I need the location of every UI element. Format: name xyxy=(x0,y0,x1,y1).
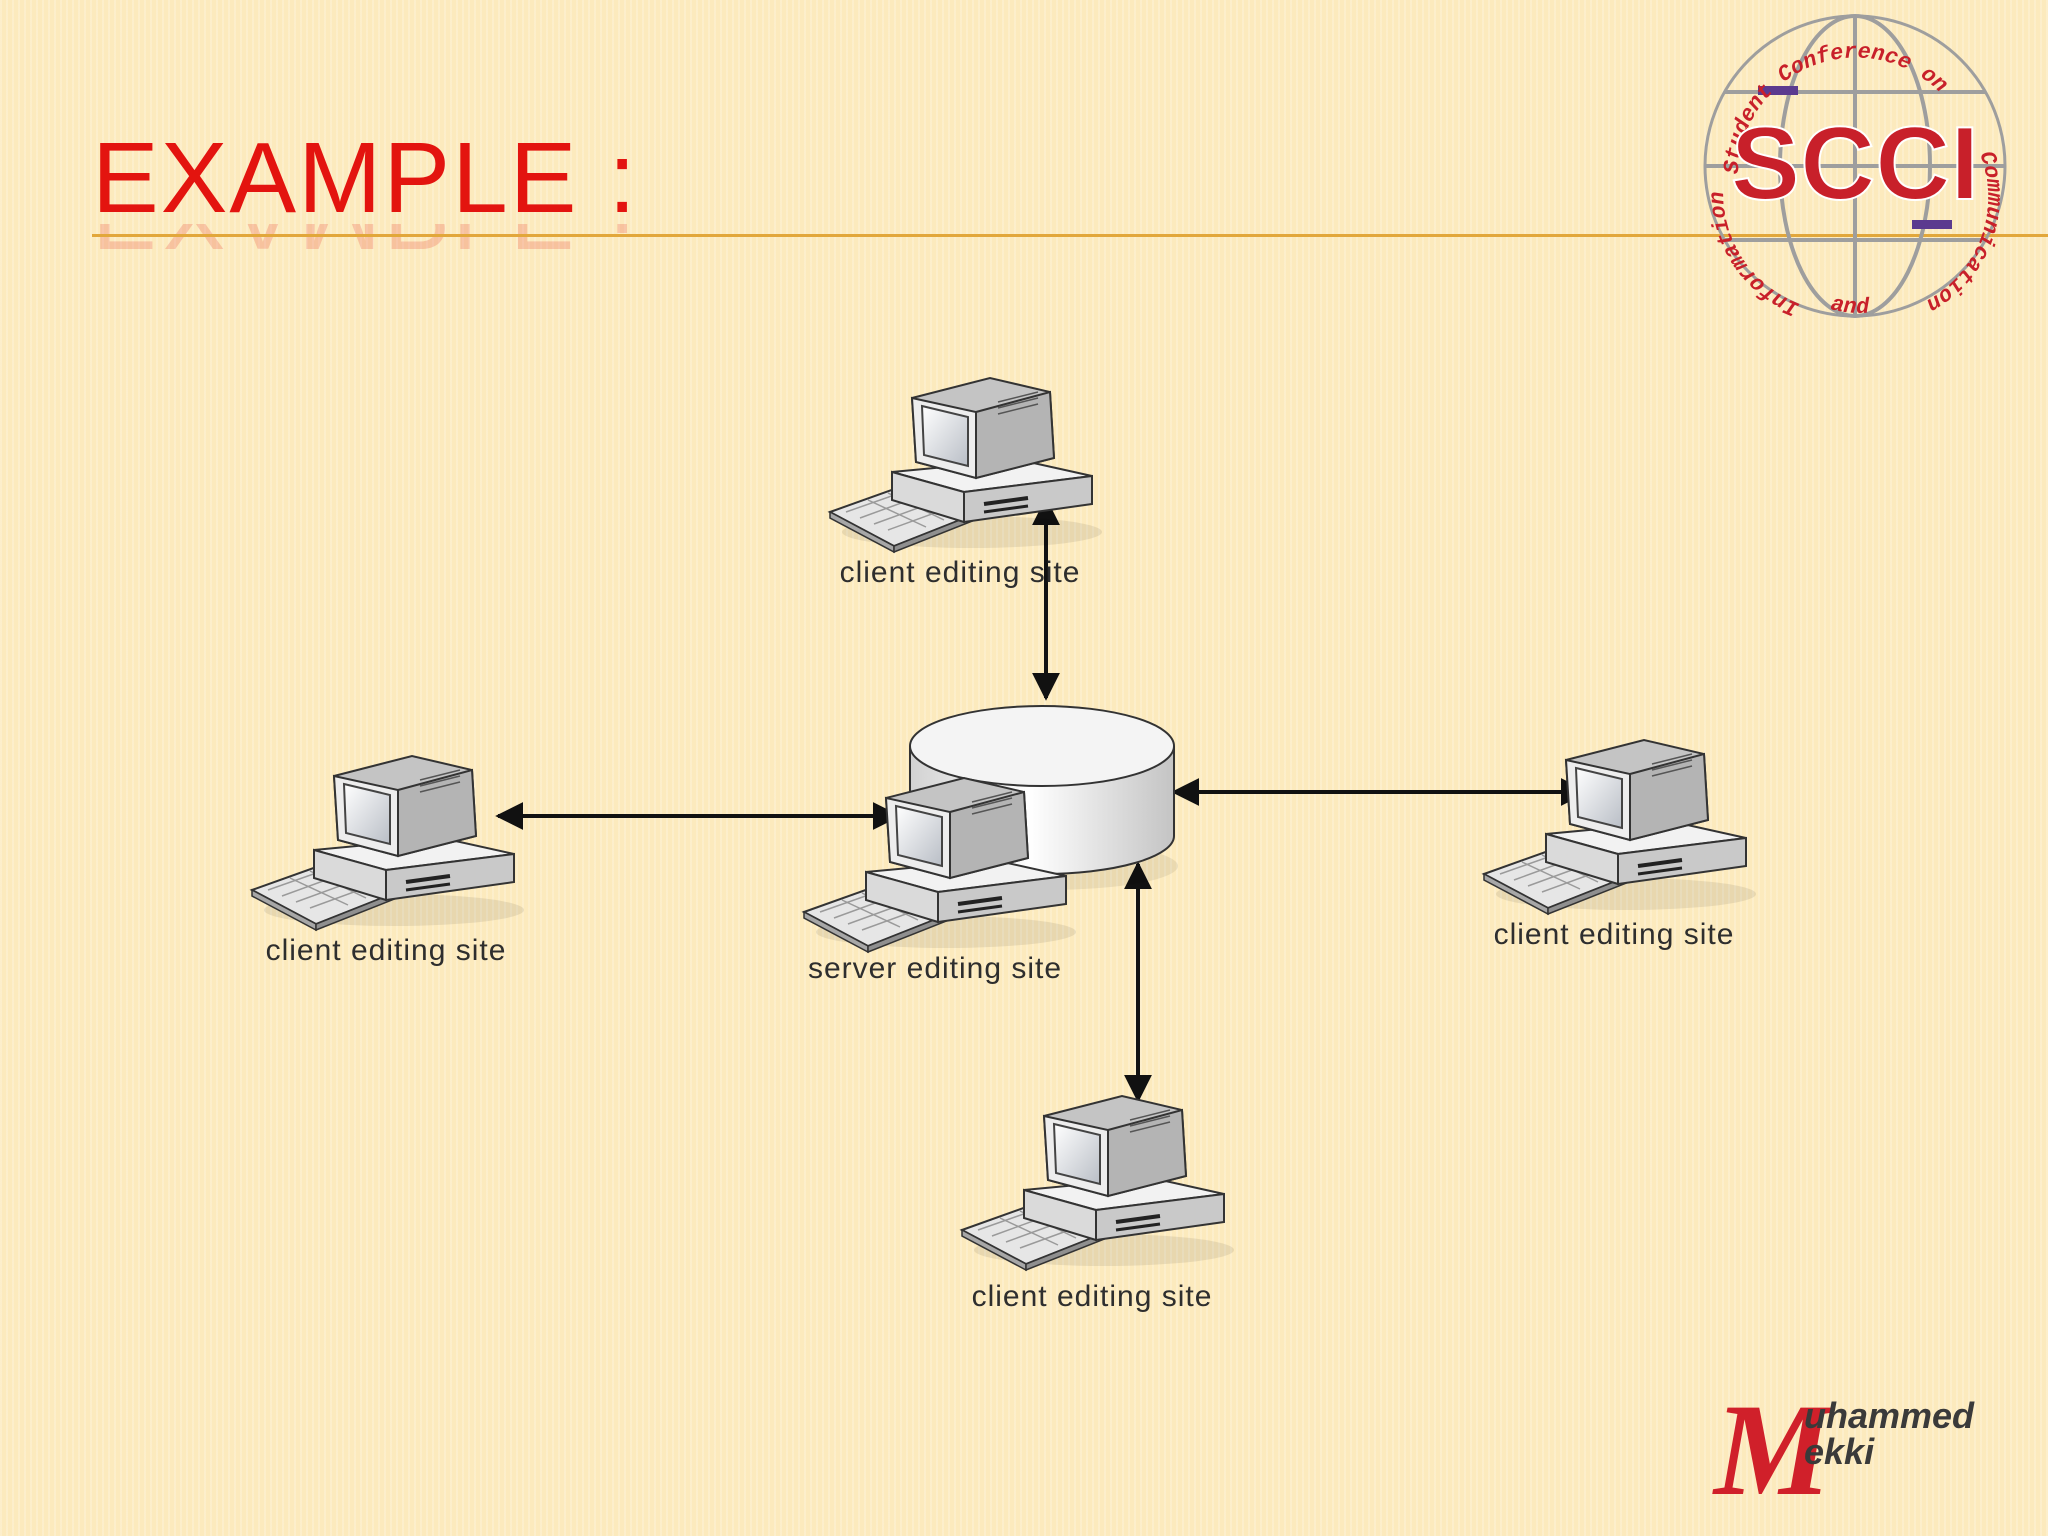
author-logo: M uhammed ekki xyxy=(1712,1376,1975,1516)
author-logo-line2: ekki xyxy=(1804,1431,1875,1472)
node-label-server: server editing site xyxy=(807,952,1063,985)
author-logo-line1: uhammed xyxy=(1804,1395,1975,1436)
computer-icon-client-bottom xyxy=(960,1094,1236,1272)
computer-icon-client-top xyxy=(828,376,1104,554)
node-label-client-left: client editing site xyxy=(265,934,507,967)
node-label-client-bottom: client editing site xyxy=(971,1280,1213,1313)
node-label-client-right: client editing site xyxy=(1493,918,1735,951)
author-logo-initial: M xyxy=(1712,1376,1836,1516)
scci-logo-ring-bottom: and xyxy=(1829,292,1871,320)
computer-icon-client-left xyxy=(250,754,526,932)
scci-logo: Student Conference on Communications Inf… xyxy=(1680,4,2007,321)
scci-logo-center-text: SCCI xyxy=(1731,106,1979,222)
title-divider xyxy=(92,234,2048,237)
slide-title: EXAMPLE : xyxy=(92,122,638,234)
title-block: EXAMPLE : EXAMPLE : xyxy=(92,128,638,264)
computer-icon-client-right xyxy=(1482,738,1758,916)
node-label-client-top: client editing site xyxy=(839,556,1081,589)
